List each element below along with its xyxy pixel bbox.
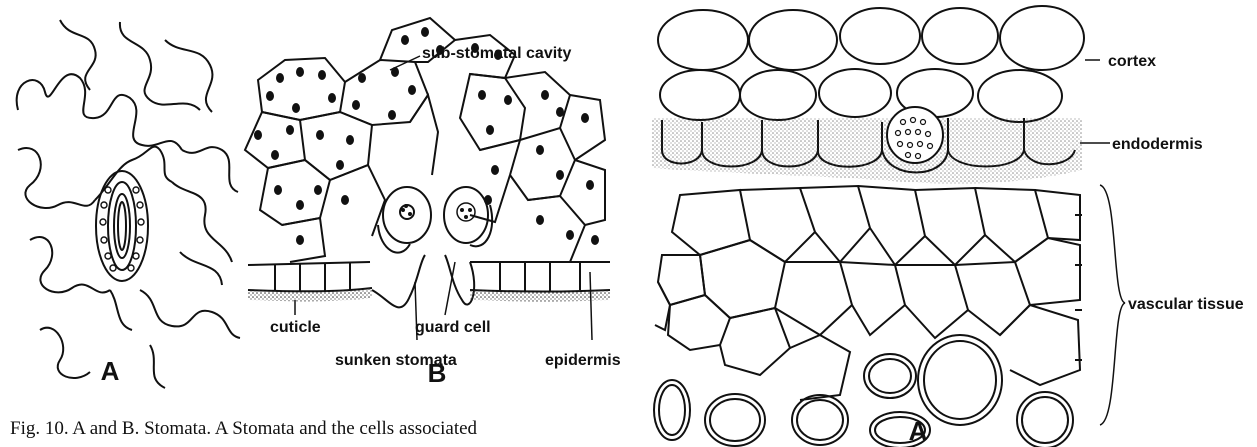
root-section [654,6,1084,447]
label-cortex: cortex [1108,53,1156,70]
label-endodermis: endodermis [1112,136,1203,153]
cuticle-band [248,288,610,302]
stoma-surface-view [17,20,240,388]
endodermis-band [652,118,1082,184]
label-guard-cell: guard cell [415,319,491,336]
label-vascular-tissue: vascular tissue [1128,296,1244,313]
label-epidermis: epidermis [545,352,621,369]
panel-label-c: A [909,416,928,446]
panel-c-leaders [1080,60,1125,425]
label-sub-stomatal-cavity: sub-stomatal cavity [422,45,571,62]
figure-caption: Fig. 10. A and B. Stomata. A Stomata and… [10,418,477,440]
panel-label-a: A [101,356,120,386]
label-cuticle: cuticle [270,319,321,336]
passage-cell [887,107,943,163]
panel-label-b: B [428,358,447,388]
